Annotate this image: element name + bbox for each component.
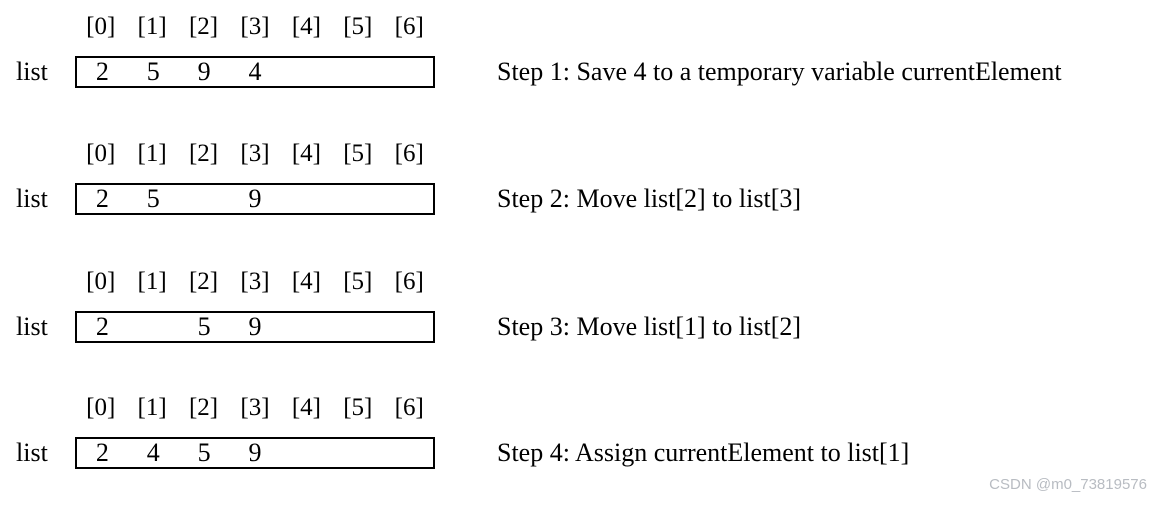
index-labels-row: [0] [1] [2] [3] [4] [5] [6] xyxy=(75,394,435,422)
array-cell xyxy=(331,58,382,86)
index-labels-row: [0] [1] [2] [3] [4] [5] [6] xyxy=(75,13,435,41)
index-label: [0] xyxy=(86,140,116,167)
array-cell xyxy=(280,185,331,213)
index-label: [3] xyxy=(240,140,270,167)
index-label: [5] xyxy=(343,394,373,421)
step-row-1: [0] [1] [2] [3] [4] [5] [6] list 2 5 9 4… xyxy=(0,13,1152,125)
array-cell xyxy=(280,58,331,86)
index-label: [6] xyxy=(394,394,424,421)
array-cell: 9 xyxy=(248,184,262,213)
list-label: list xyxy=(16,184,48,213)
array-cell xyxy=(331,439,382,467)
index-label: [0] xyxy=(86,394,116,421)
array-cell: 5 xyxy=(197,312,211,341)
index-label: [4] xyxy=(291,140,321,167)
index-labels-row: [0] [1] [2] [3] [4] [5] [6] xyxy=(75,140,435,168)
array-cell: 2 xyxy=(95,57,109,86)
array-cell: 2 xyxy=(95,184,109,213)
array-cell: 9 xyxy=(248,438,262,467)
array-cell: 4 xyxy=(248,57,262,86)
index-label: [3] xyxy=(240,268,270,295)
step-description: Step 1: Save 4 to a temporary variable c… xyxy=(497,57,1062,86)
list-label: list xyxy=(16,57,48,86)
array-cell: 5 xyxy=(197,438,211,467)
index-label: [5] xyxy=(343,268,373,295)
array-cell xyxy=(280,439,331,467)
array-cell: 2 xyxy=(95,312,109,341)
array-cell: 9 xyxy=(248,312,262,341)
step-description: Step 2: Move list[2] to list[3] xyxy=(497,184,802,213)
index-label: [0] xyxy=(86,13,116,40)
array-cell xyxy=(179,185,230,213)
index-label: [2] xyxy=(188,140,219,167)
index-label: [5] xyxy=(343,140,373,167)
index-label: [0] xyxy=(86,268,116,295)
array-cell xyxy=(382,58,433,86)
step-description: Step 3: Move list[1] to list[2] xyxy=(497,312,802,341)
index-label: [1] xyxy=(137,268,167,295)
index-label: [6] xyxy=(394,140,424,167)
array-cell xyxy=(280,313,331,341)
index-label: [4] xyxy=(291,13,321,40)
array-cell: 9 xyxy=(197,57,211,86)
index-label: [2] xyxy=(188,268,219,295)
array-cell: 2 xyxy=(95,438,109,467)
index-label: [2] xyxy=(188,13,219,40)
list-label: list xyxy=(16,438,48,467)
index-label: [3] xyxy=(240,394,270,421)
list-label: list xyxy=(16,312,48,341)
array-cell xyxy=(331,185,382,213)
index-label: [1] xyxy=(137,140,167,167)
index-labels-row: [0] [1] [2] [3] [4] [5] [6] xyxy=(75,268,435,296)
array-cell: 5 xyxy=(146,184,160,213)
array-cell xyxy=(382,185,433,213)
index-label: [3] xyxy=(240,13,270,40)
array-box: 2 5 9 xyxy=(75,183,435,215)
index-label: [6] xyxy=(394,268,424,295)
step-row-4: [0] [1] [2] [3] [4] [5] [6] list 2 4 5 9… xyxy=(0,394,1152,506)
array-cell: 5 xyxy=(146,57,160,86)
step-row-2: [0] [1] [2] [3] [4] [5] [6] list 2 5 9 S… xyxy=(0,140,1152,252)
index-label: [1] xyxy=(137,394,167,421)
index-label: [2] xyxy=(188,394,219,421)
array-box: 2 5 9 4 xyxy=(75,56,435,88)
index-label: [4] xyxy=(291,394,321,421)
csdn-watermark: CSDN @m0_73819576 xyxy=(989,476,1147,493)
array-cell xyxy=(382,313,433,341)
array-box: 2 5 9 xyxy=(75,311,435,343)
array-cell: 4 xyxy=(146,438,160,467)
index-label: [1] xyxy=(137,13,167,40)
index-label: [4] xyxy=(291,268,321,295)
step-row-3: [0] [1] [2] [3] [4] [5] [6] list 2 5 9 S… xyxy=(0,268,1152,380)
step-description: Step 4: Assign currentElement to list[1] xyxy=(497,438,910,467)
array-box: 2 4 5 9 xyxy=(75,437,435,469)
index-label: [6] xyxy=(394,13,424,40)
array-cell xyxy=(128,313,179,341)
array-cell xyxy=(382,439,433,467)
array-cell xyxy=(331,313,382,341)
index-label: [5] xyxy=(343,13,373,40)
